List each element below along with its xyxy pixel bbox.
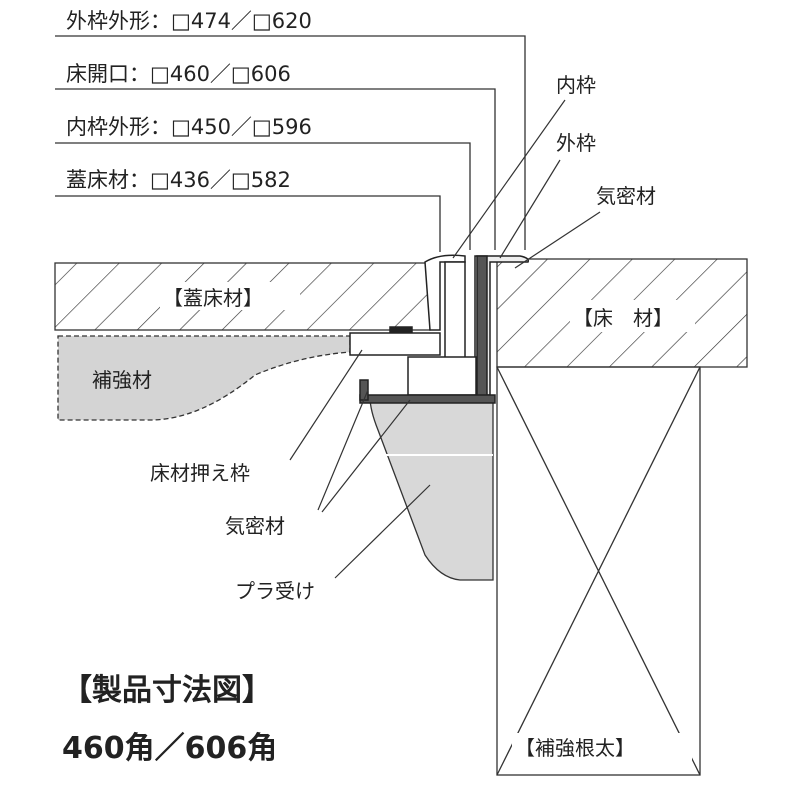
dim-floor-opening: 床開口：□460／□606 (66, 62, 291, 86)
label-plastic-receiver: プラ受け (235, 579, 315, 603)
dimension-lines (55, 35, 526, 252)
reinforcement-shape (57, 335, 351, 421)
label-floor-holding-frame: 床材押え枠 (150, 461, 250, 485)
label-outer-frame: 外枠 (556, 131, 596, 155)
diagram-heading: 【製品寸法図】 (62, 673, 272, 708)
label-reinforcement: 補強材 (92, 368, 152, 392)
dim-outer-frame: 外枠外形：□474／□620 (66, 9, 312, 33)
label-inner-frame: 内枠 (556, 73, 596, 97)
leader-lines (289, 99, 601, 579)
dim-inner-frame: 内枠外形：□450／□596 (66, 115, 312, 139)
label-airtight-bottom: 気密材 (225, 514, 285, 538)
label-reinforcement-joist: 【補強根太】 (515, 736, 635, 760)
dim-lid-floor: 蓋床材：□436／□582 (66, 168, 291, 192)
label-airtight-top: 気密材 (596, 184, 656, 208)
frame-profiles (349, 254, 530, 404)
diagram-size: 460角／606角 (62, 731, 277, 766)
reinforcement-joist (496, 366, 701, 776)
label-lid-floor-material: 【蓋床材】 (163, 286, 263, 310)
plastic-receiver-shape (369, 396, 494, 581)
label-floor-material: 【床 材】 (573, 306, 673, 330)
